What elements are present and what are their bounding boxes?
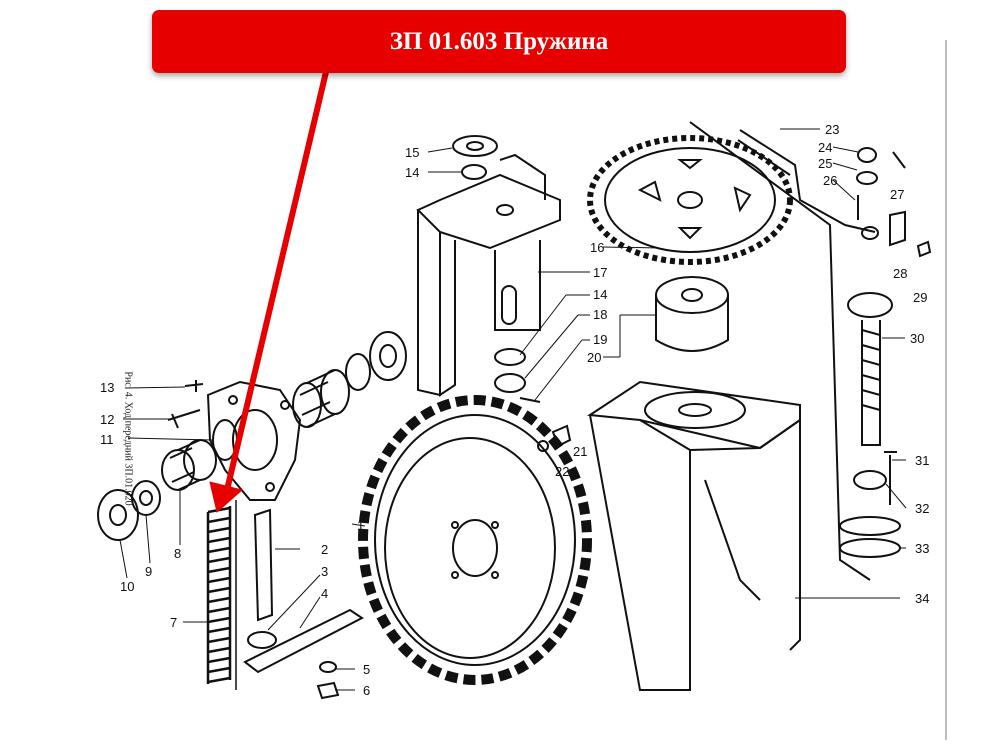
- part-13-nipple: [184, 380, 204, 392]
- label-part-5: 5: [363, 662, 370, 677]
- part-32-washer: [853, 470, 887, 490]
- part-30-screw: [847, 292, 893, 446]
- title-banner: ЗП 01.603 Пружина: [152, 10, 846, 73]
- part-1-wheel: [358, 395, 592, 685]
- label-part-19: 19: [593, 332, 607, 347]
- label-part-23: 23: [825, 122, 839, 137]
- label-part-8: 8: [174, 546, 181, 561]
- label-part-15: 15: [405, 145, 419, 160]
- label-part-33: 33: [915, 541, 929, 556]
- part-16-sprocket: [587, 135, 793, 265]
- figure-caption: Рис. 4. Ход передний ЗП.01.020: [122, 371, 134, 506]
- label-part-2: 2: [321, 542, 328, 557]
- part-11-hub: [206, 380, 302, 501]
- label-part-7: 7: [170, 615, 177, 630]
- label-part-17: 17: [593, 265, 607, 280]
- label-part-14b: 14: [593, 287, 607, 302]
- part-34-housing: [587, 380, 801, 691]
- label-part-10: 10: [120, 579, 134, 594]
- part-21-nut: [551, 424, 572, 448]
- part-18-washer: [494, 348, 526, 366]
- label-part-12: 12: [100, 412, 114, 427]
- label-part-9: 9: [145, 564, 152, 579]
- part-19-nut: [494, 373, 526, 393]
- part-7-spring: [206, 506, 232, 684]
- part-12-bolt: [167, 409, 201, 429]
- part-20-hub-block: [655, 276, 729, 352]
- part-14-washer: [461, 164, 487, 180]
- banner-title: ЗП 01.603 Пружина: [389, 27, 609, 55]
- label-part-21: 21: [573, 444, 587, 459]
- part-8-roller-bearing: [161, 439, 217, 491]
- label-part-6: 6: [363, 683, 370, 698]
- label-part-22: 22: [555, 464, 569, 479]
- label-part-27: 27: [890, 187, 904, 202]
- label-part-29: 29: [913, 290, 927, 305]
- axle-washer: [369, 331, 407, 381]
- part-6-nut: [316, 681, 340, 700]
- part-5-washer: [319, 661, 337, 673]
- label-part-4: 4: [321, 586, 328, 601]
- part-33b-plate: [839, 538, 901, 558]
- label-part-34: 34: [915, 591, 929, 606]
- label-part-20: 20: [587, 350, 601, 365]
- label-part-28: 28: [893, 266, 907, 281]
- label-part-11: 11: [100, 432, 114, 447]
- part-24-nut: [857, 147, 877, 163]
- label-part-26: 26: [823, 173, 837, 188]
- label-part-25: 25: [818, 156, 832, 171]
- label-part-30: 30: [910, 331, 924, 346]
- label-part-1: 1: [357, 518, 364, 533]
- part-29-nut: [916, 240, 932, 258]
- part-15-washer: [452, 135, 498, 157]
- part-17-bracket: [416, 153, 561, 397]
- part-27-cotter: [892, 151, 906, 169]
- axle-roller-bearing: [292, 369, 350, 428]
- part-9-washer: [131, 480, 161, 516]
- part-28-latch: [889, 210, 906, 247]
- label-part-32: 32: [915, 501, 929, 516]
- label-part-3: 3: [321, 564, 328, 579]
- page-border-line: [945, 40, 947, 740]
- label-part-31: 31: [915, 453, 929, 468]
- label-part-14: 14: [405, 165, 419, 180]
- part-2-axle: [253, 508, 274, 622]
- label-part-16: 16: [590, 240, 604, 255]
- part-25-washer: [856, 171, 878, 185]
- part-4-strip: [243, 608, 364, 674]
- part-33a-plate: [839, 516, 901, 536]
- part-10-washer: [97, 489, 139, 541]
- part-3-washer: [247, 631, 277, 649]
- part-31-bolt: [884, 451, 897, 505]
- label-part-13: 13: [100, 380, 114, 395]
- highlight-arrow: [209, 71, 329, 513]
- label-part-18: 18: [593, 307, 607, 322]
- label-part-24: 24: [818, 140, 832, 155]
- part-23-handle: [689, 121, 879, 581]
- part-22-washer: [537, 440, 549, 452]
